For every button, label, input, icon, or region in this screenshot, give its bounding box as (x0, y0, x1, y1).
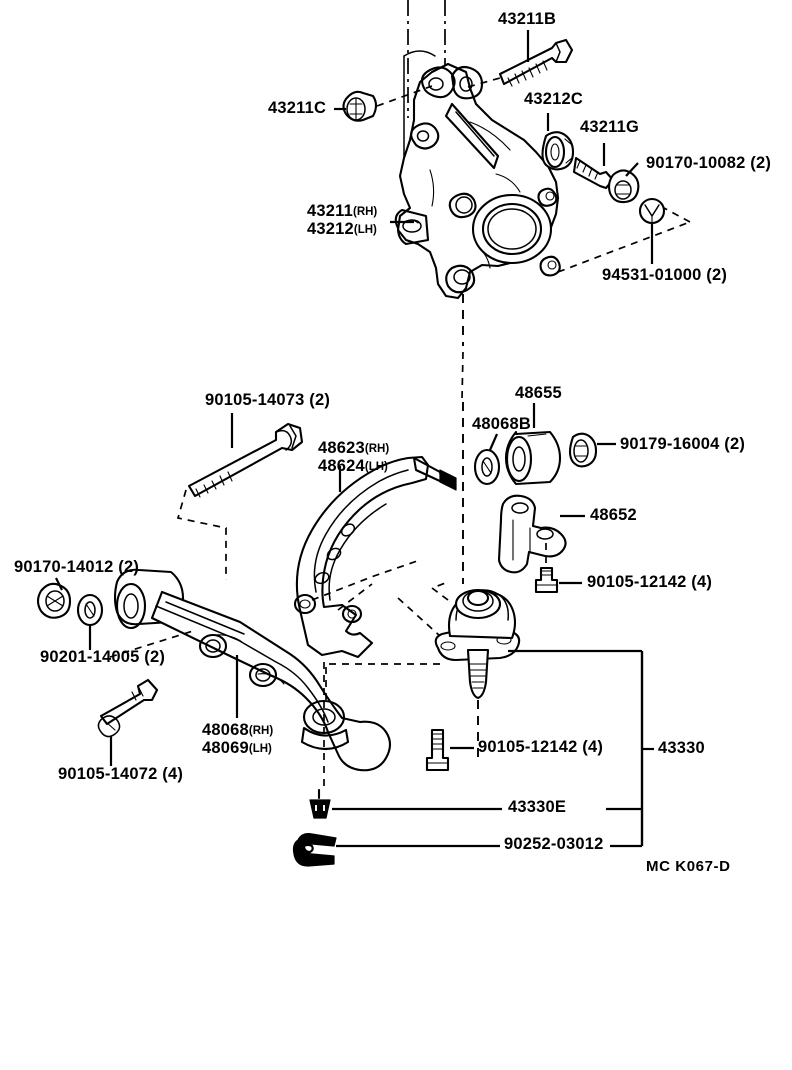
part-label-43212C: 43212C (524, 90, 583, 108)
bracket-48652 (497, 494, 567, 574)
part-label-90201-14005: 90201-14005 (2) (40, 648, 166, 666)
washer-assembly-line-1 (557, 221, 691, 273)
washer-48068B (473, 448, 501, 486)
bolt-43211B (498, 38, 574, 87)
arm-bolt-assembly-line (109, 629, 197, 658)
washer-94531-01000 (638, 197, 666, 225)
leader-90170-14012 (55, 577, 63, 591)
washer-assembly-line-2 (663, 207, 691, 223)
nut-90170-14012 (36, 582, 72, 619)
part-label-43330: 43330 (658, 739, 705, 757)
part-label-48623-48624-bracket: 48623(RH) 48624(LH) (318, 439, 390, 476)
lower-arm-bracket-48623-48624 (293, 455, 457, 659)
part-label-48652: 48652 (590, 506, 637, 524)
part-label-90170-10082: 90170-10082 (2) (646, 154, 772, 172)
arm-to-balljoint-line (325, 663, 440, 700)
part-label-48069-lh: 48069(LH) (202, 738, 272, 757)
nut-43211C-assembly-line (376, 85, 433, 107)
part-label-90105-14072: 90105-14072 (4) (58, 765, 184, 783)
part-label-43330E: 43330E (508, 798, 567, 816)
ball-joint-arrow (430, 581, 449, 601)
leader-48068B (488, 433, 499, 451)
bolt-90105-12142-upper (534, 566, 559, 594)
part-label-90170-14012: 90170-14012 (2) (14, 558, 140, 576)
bolt-90105-14073 (187, 422, 304, 498)
arm-bracket-to-balljoint (397, 597, 441, 637)
cotter-pin-90252-03012 (292, 833, 337, 867)
part-label-48623-rh: 48623(RH) (318, 439, 390, 457)
part-label-43212-lh: 43212(LH) (307, 219, 377, 238)
nut-43211C (342, 90, 378, 122)
lower-control-arm-48068-48069 (113, 568, 392, 772)
bushing-43212C (541, 131, 575, 171)
bolt-90105-14072 (97, 678, 159, 738)
part-label-43211G: 43211G (580, 118, 640, 136)
part-label-48068B: 48068B (472, 415, 531, 433)
bolt-90105-12142-lower (425, 728, 450, 772)
bracket-assembly-line (311, 559, 421, 601)
ball-joint-43330 (434, 588, 521, 700)
part-label-48655: 48655 (515, 384, 562, 402)
strut-centerlines (407, 0, 446, 118)
part-label-90179-16004: 90179-16004 (2) (620, 435, 746, 453)
steering-knuckle-body (394, 62, 561, 300)
nut-90179-16004 (568, 432, 598, 468)
bushing-48655 (504, 430, 562, 486)
part-label-90252-03012: 90252-03012 (504, 835, 604, 853)
part-label-90105-14073: 90105-14073 (2) (205, 391, 331, 409)
grouping-bracket-43330 (640, 651, 654, 846)
washer-90201-14005 (76, 593, 104, 627)
part-label-43211B: 43211B (498, 10, 557, 28)
nut-90170-10082 (607, 169, 640, 204)
part-label-43211-43212-knuckle: 43211(RH) 43212(LH) (307, 202, 378, 239)
clamp-43330E (309, 788, 331, 819)
part-label-48068-48069-arm: 48068(RH) 48069(LH) (202, 721, 274, 758)
diagram-footer-code: MC K067-D (646, 858, 731, 875)
part-label-48068-rh: 48068(RH) (202, 721, 274, 739)
part-label-48624-lh: 48624(LH) (318, 456, 388, 475)
bolt-43211G (572, 156, 615, 190)
bolt-90105-14073-assembly-line (176, 489, 227, 580)
part-label-43211C: 43211C (268, 99, 327, 117)
bolt-43211B-assembly-line (467, 77, 501, 88)
knuckle-centerline-2 (461, 351, 464, 401)
part-label-43211-rh: 43211(RH) (307, 202, 378, 220)
part-label-94531-01000: 94531-01000 (2) (602, 266, 728, 284)
part-label-90105-12142-lower: 90105-12142 (4) (478, 738, 604, 756)
leader-90170-10082 (625, 162, 639, 177)
part-label-90105-12142-upper: 90105-12142 (4) (587, 573, 713, 591)
